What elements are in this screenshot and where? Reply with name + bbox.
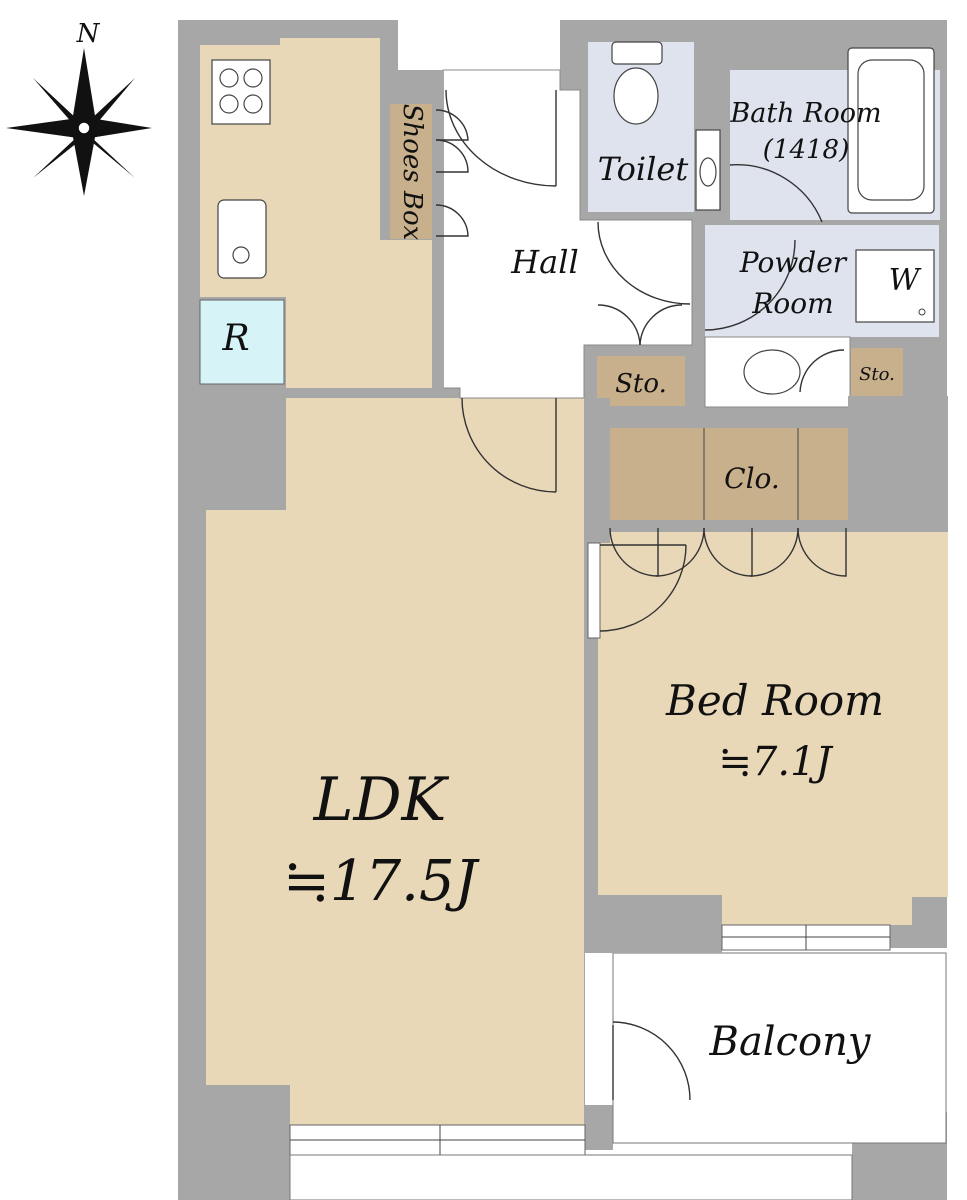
toilet-bowl-icon: [611, 41, 663, 125]
doors: [435, 89, 847, 1101]
stove-icon: [211, 59, 271, 125]
bathtub-icon: [847, 47, 935, 214]
compass-rose-icon: N: [6, 19, 152, 196]
powder-storage-label: Sto.: [859, 364, 895, 385]
room-labels: LDK ≒17.5J Bed Room ≒7.1J Balcony Hall T…: [221, 98, 921, 1065]
ldk-label: LDK: [313, 765, 450, 835]
hall-label: Hall: [510, 243, 578, 281]
partition-walls: [178, 70, 948, 953]
kitchen-sink-icon: [217, 199, 267, 279]
washer-label: W: [889, 263, 922, 298]
north-label: N: [76, 19, 101, 49]
bathroom-size: (1418): [763, 135, 849, 165]
washbasin-icon: [743, 349, 801, 395]
balcony-label: Balcony: [709, 1019, 872, 1065]
refrigerator-label: R: [221, 318, 249, 359]
powder-room-label-line1: Powder: [739, 246, 848, 279]
closet-label: Clo.: [724, 462, 780, 495]
floors: [199, 38, 948, 1144]
toilet-basin-icon: [695, 129, 721, 211]
fixtures: [211, 41, 935, 395]
bedroom-area: ≒7.1J: [718, 739, 833, 785]
ldk-area: ≒17.5J: [283, 849, 481, 914]
toilet-label: Toilet: [598, 150, 689, 188]
shoes-box-label: Shoes Box: [397, 104, 427, 241]
bathroom-label: Bath Room: [729, 98, 881, 129]
powder-room-label-line2: Room: [751, 287, 833, 320]
hall-storage-label: Sto.: [615, 369, 667, 399]
windows: [289, 542, 891, 1200]
bedroom-label: Bed Room: [665, 676, 884, 725]
washing-machine-icon: [855, 249, 935, 323]
